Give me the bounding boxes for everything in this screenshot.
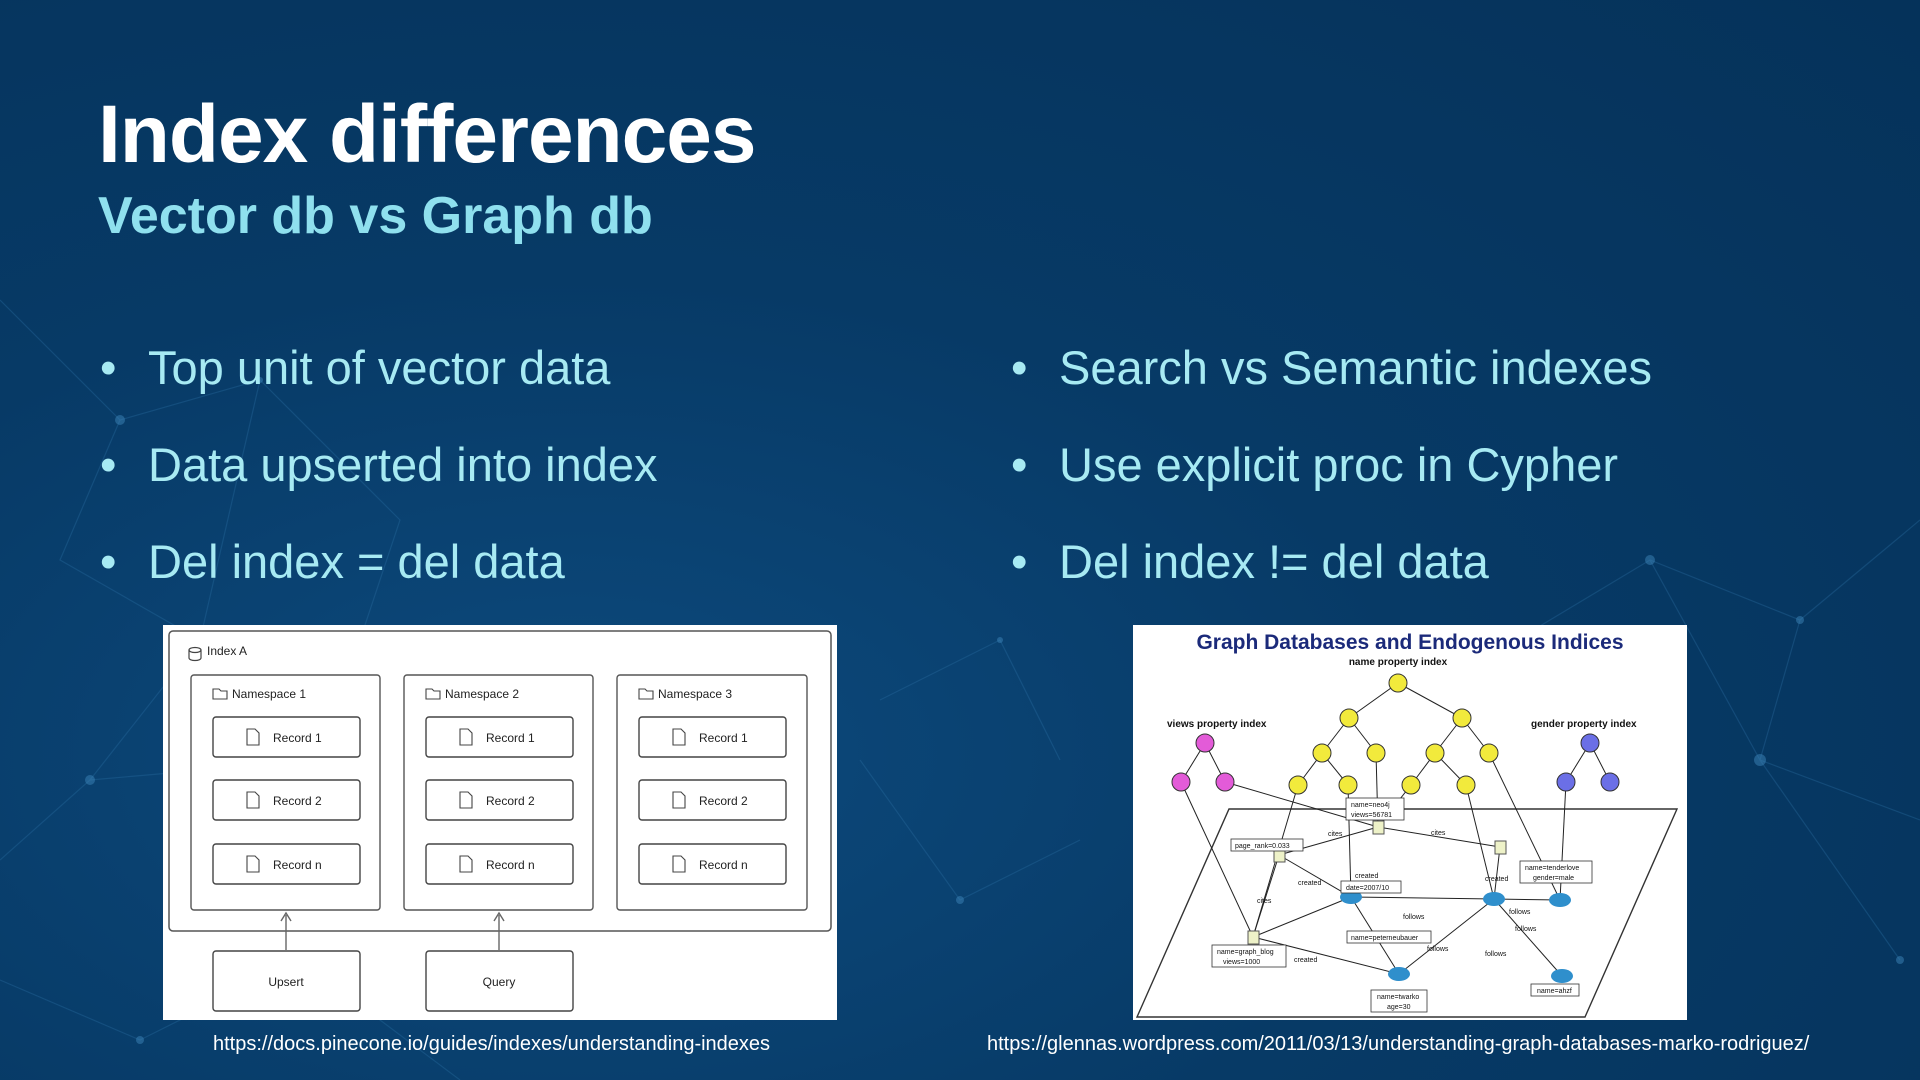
index-label: gender property index bbox=[1531, 719, 1637, 730]
graph-db-bullet-list: Search vs Semantic indexes Use explicit … bbox=[1011, 340, 1652, 631]
edge-label: cites bbox=[1257, 898, 1272, 905]
record-box bbox=[638, 843, 787, 885]
name-index-nodes bbox=[1288, 673, 1499, 795]
property-label: gender=male bbox=[1533, 875, 1574, 882]
record-label: Record n bbox=[486, 858, 535, 872]
property-label: views=1000 bbox=[1223, 959, 1260, 966]
database-icon bbox=[188, 646, 202, 662]
edge-label: follows bbox=[1427, 946, 1449, 953]
namespace-label: Namespace 2 bbox=[445, 687, 519, 701]
twitter-bird-icons bbox=[1340, 890, 1573, 983]
document-icon bbox=[246, 728, 260, 746]
source-link-pinecone[interactable]: https://docs.pinecone.io/guides/indexes/… bbox=[213, 1033, 771, 1055]
gender-index-nodes bbox=[1556, 733, 1620, 792]
record-box bbox=[425, 779, 574, 821]
bullet-item: Top unit of vector data bbox=[100, 340, 658, 437]
action-label: Upsert bbox=[268, 975, 304, 989]
property-boxes bbox=[1211, 797, 1593, 1013]
edge-label: follows bbox=[1403, 914, 1425, 921]
document-icon bbox=[459, 855, 473, 873]
folder-icon bbox=[638, 688, 654, 700]
index-label: Index A bbox=[207, 644, 247, 658]
arrow bbox=[493, 911, 505, 950]
property-label: name=neo4j bbox=[1351, 802, 1390, 809]
edge-label: cites bbox=[1328, 831, 1343, 838]
property-label: name=peterneubauer bbox=[1351, 935, 1419, 942]
arrow bbox=[280, 911, 292, 950]
namespace-label: Namespace 3 bbox=[658, 687, 732, 701]
property-label: views=56781 bbox=[1351, 812, 1392, 819]
property-labels: name=neo4j views=56781 page_rank=0.033 d… bbox=[1217, 802, 1579, 1011]
record-label: Record n bbox=[699, 858, 748, 872]
graph-index-diagram: Graph Databases and Endogenous Indices n… bbox=[1133, 625, 1687, 1020]
graph-diagram-title: Graph Databases and Endogenous Indices bbox=[1196, 631, 1623, 654]
record-label: Record 2 bbox=[699, 794, 748, 808]
source-link-glennas[interactable]: https://glennas.wordpress.com/2011/03/13… bbox=[987, 1033, 1810, 1055]
views-index-nodes bbox=[1171, 733, 1235, 792]
bullet-item: Use explicit proc in Cypher bbox=[1011, 437, 1652, 534]
property-label: date=2007/10 bbox=[1346, 885, 1389, 892]
record-label: Record n bbox=[273, 858, 322, 872]
edge-label: cites bbox=[1431, 830, 1446, 837]
record-box bbox=[425, 843, 574, 885]
edge-label: created bbox=[1294, 957, 1317, 964]
edge-label: follows bbox=[1485, 951, 1507, 958]
index-label: views property index bbox=[1167, 719, 1267, 730]
folder-icon bbox=[212, 688, 228, 700]
query-box bbox=[425, 950, 574, 1012]
record-label: Record 2 bbox=[486, 794, 535, 808]
graph-plane bbox=[1135, 808, 1679, 1018]
upsert-box bbox=[212, 950, 361, 1012]
slide-subtitle: Vector db vs Graph db bbox=[98, 187, 653, 245]
document-icon bbox=[459, 791, 473, 809]
index-label: name property index bbox=[1349, 657, 1448, 668]
record-label: Record 1 bbox=[273, 731, 322, 745]
property-label: age=30 bbox=[1387, 1004, 1411, 1011]
property-label: name=tenderlove bbox=[1525, 865, 1579, 872]
document-icon bbox=[672, 791, 686, 809]
namespace-label: Namespace 1 bbox=[232, 687, 306, 701]
pinecone-index-diagram: Index A Namespace 1 Record 1 Record 2 Re… bbox=[163, 625, 837, 1020]
edge-labels: cites cites cites created created create… bbox=[1257, 830, 1537, 964]
record-box bbox=[638, 779, 787, 821]
record-box bbox=[425, 716, 574, 758]
document-icon bbox=[246, 791, 260, 809]
record-box bbox=[212, 716, 361, 758]
action-label: Query bbox=[483, 975, 516, 989]
record-label: Record 2 bbox=[273, 794, 322, 808]
document-icon bbox=[246, 855, 260, 873]
property-label: page_rank=0.033 bbox=[1235, 843, 1290, 850]
bullet-item: Del index = del data bbox=[100, 534, 658, 631]
folder-icon bbox=[425, 688, 441, 700]
record-box bbox=[638, 716, 787, 758]
graph-edges bbox=[1252, 826, 1563, 977]
document-icon bbox=[672, 728, 686, 746]
edge-label: created bbox=[1355, 873, 1378, 880]
property-label: name=graph_blog bbox=[1217, 949, 1274, 956]
document-icon bbox=[459, 728, 473, 746]
record-label: Record 1 bbox=[486, 731, 535, 745]
property-label: name=twarko bbox=[1377, 994, 1419, 1001]
edge-label: follows bbox=[1515, 926, 1537, 933]
bullet-item: Data upserted into index bbox=[100, 437, 658, 534]
vector-db-bullet-list: Top unit of vector data Data upserted in… bbox=[100, 340, 658, 631]
edge-label: created bbox=[1485, 876, 1508, 883]
record-label: Record 1 bbox=[699, 731, 748, 745]
bullet-item: Del index != del data bbox=[1011, 534, 1652, 631]
document-node-icons bbox=[1247, 820, 1507, 945]
edge-label: follows bbox=[1509, 909, 1531, 916]
record-box bbox=[212, 779, 361, 821]
bullet-item: Search vs Semantic indexes bbox=[1011, 340, 1652, 437]
document-icon bbox=[672, 855, 686, 873]
slide-title: Index differences bbox=[98, 89, 756, 180]
record-box bbox=[212, 843, 361, 885]
property-label: name=ahzf bbox=[1537, 988, 1572, 995]
edge-label: created bbox=[1298, 880, 1321, 887]
